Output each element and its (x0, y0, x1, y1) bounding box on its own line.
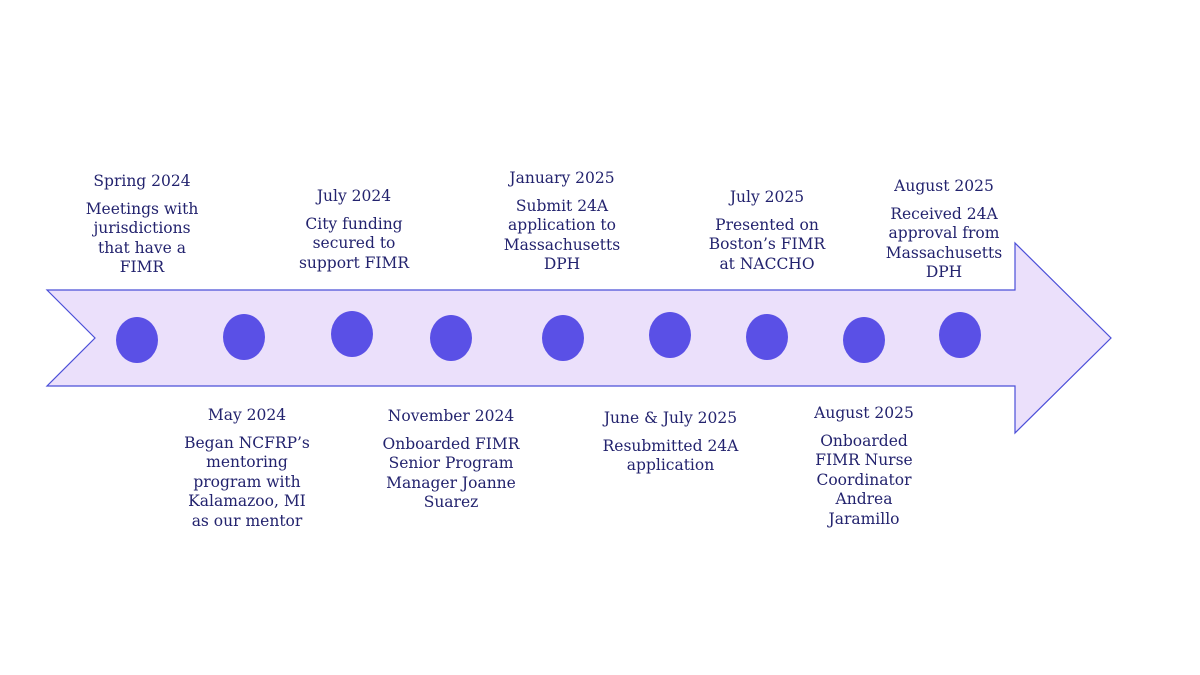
event-date: August 2025 (894, 177, 994, 195)
event-description: Onboarded FIMR Senior Program Manager Jo… (382, 434, 520, 512)
event-description: Received 24A approval from Massachusetts… (885, 204, 1003, 282)
timeline-dot (430, 315, 472, 361)
timeline-dot (331, 311, 373, 357)
event-date: November 2024 (387, 407, 515, 425)
timeline-event-may-2024: May 2024 Began NCFRP’s mentoring program… (172, 406, 322, 531)
timeline-event-august-2025-onboarded: August 2025 Onboarded FIMR Nurse Coordin… (789, 404, 939, 529)
timeline-dot (649, 312, 691, 358)
timeline-event-november-2024: November 2024 Onboarded FIMR Senior Prog… (375, 407, 527, 513)
timeline-dot (746, 314, 788, 360)
timeline-dot (843, 317, 885, 363)
timeline-dot (116, 317, 158, 363)
timeline-event-january-2025: January 2025 Submit 24A application to M… (487, 169, 637, 275)
event-date: August 2025 (814, 404, 914, 422)
event-description: City funding secured to support FIMR (298, 214, 410, 272)
event-date: Spring 2024 (93, 172, 191, 190)
event-date: January 2025 (509, 169, 615, 187)
event-description: Onboarded FIMR Nurse Coordinator Andrea … (815, 431, 913, 528)
timeline-dot (939, 312, 981, 358)
event-date: May 2024 (207, 406, 287, 424)
event-description: Resubmitted 24A application (602, 436, 739, 475)
timeline-dot (542, 315, 584, 361)
event-date: July 2025 (729, 188, 805, 206)
timeline-event-spring-2024: Spring 2024 Meetings with jurisdictions … (67, 172, 217, 278)
event-description: Submit 24A application to Massachusetts … (503, 196, 621, 274)
event-description: Presented on Boston’s FIMR at NACCHO (708, 215, 826, 273)
timeline-dot (223, 314, 265, 360)
event-date: July 2024 (316, 187, 392, 205)
event-description: Meetings with jurisdictions that have a … (85, 199, 199, 277)
event-description: Began NCFRP’s mentoring program with Kal… (184, 433, 310, 530)
timeline-event-july-2025: July 2025 Presented on Boston’s FIMR at … (692, 188, 842, 274)
event-date: June & July 2025 (603, 409, 738, 427)
timeline-event-june-july-2025: June & July 2025 Resubmitted 24A applica… (593, 409, 748, 476)
timeline-event-july-2024: July 2024 City funding secured to suppor… (279, 187, 429, 273)
timeline-event-august-2025-approval: August 2025 Received 24A approval from M… (869, 177, 1019, 283)
